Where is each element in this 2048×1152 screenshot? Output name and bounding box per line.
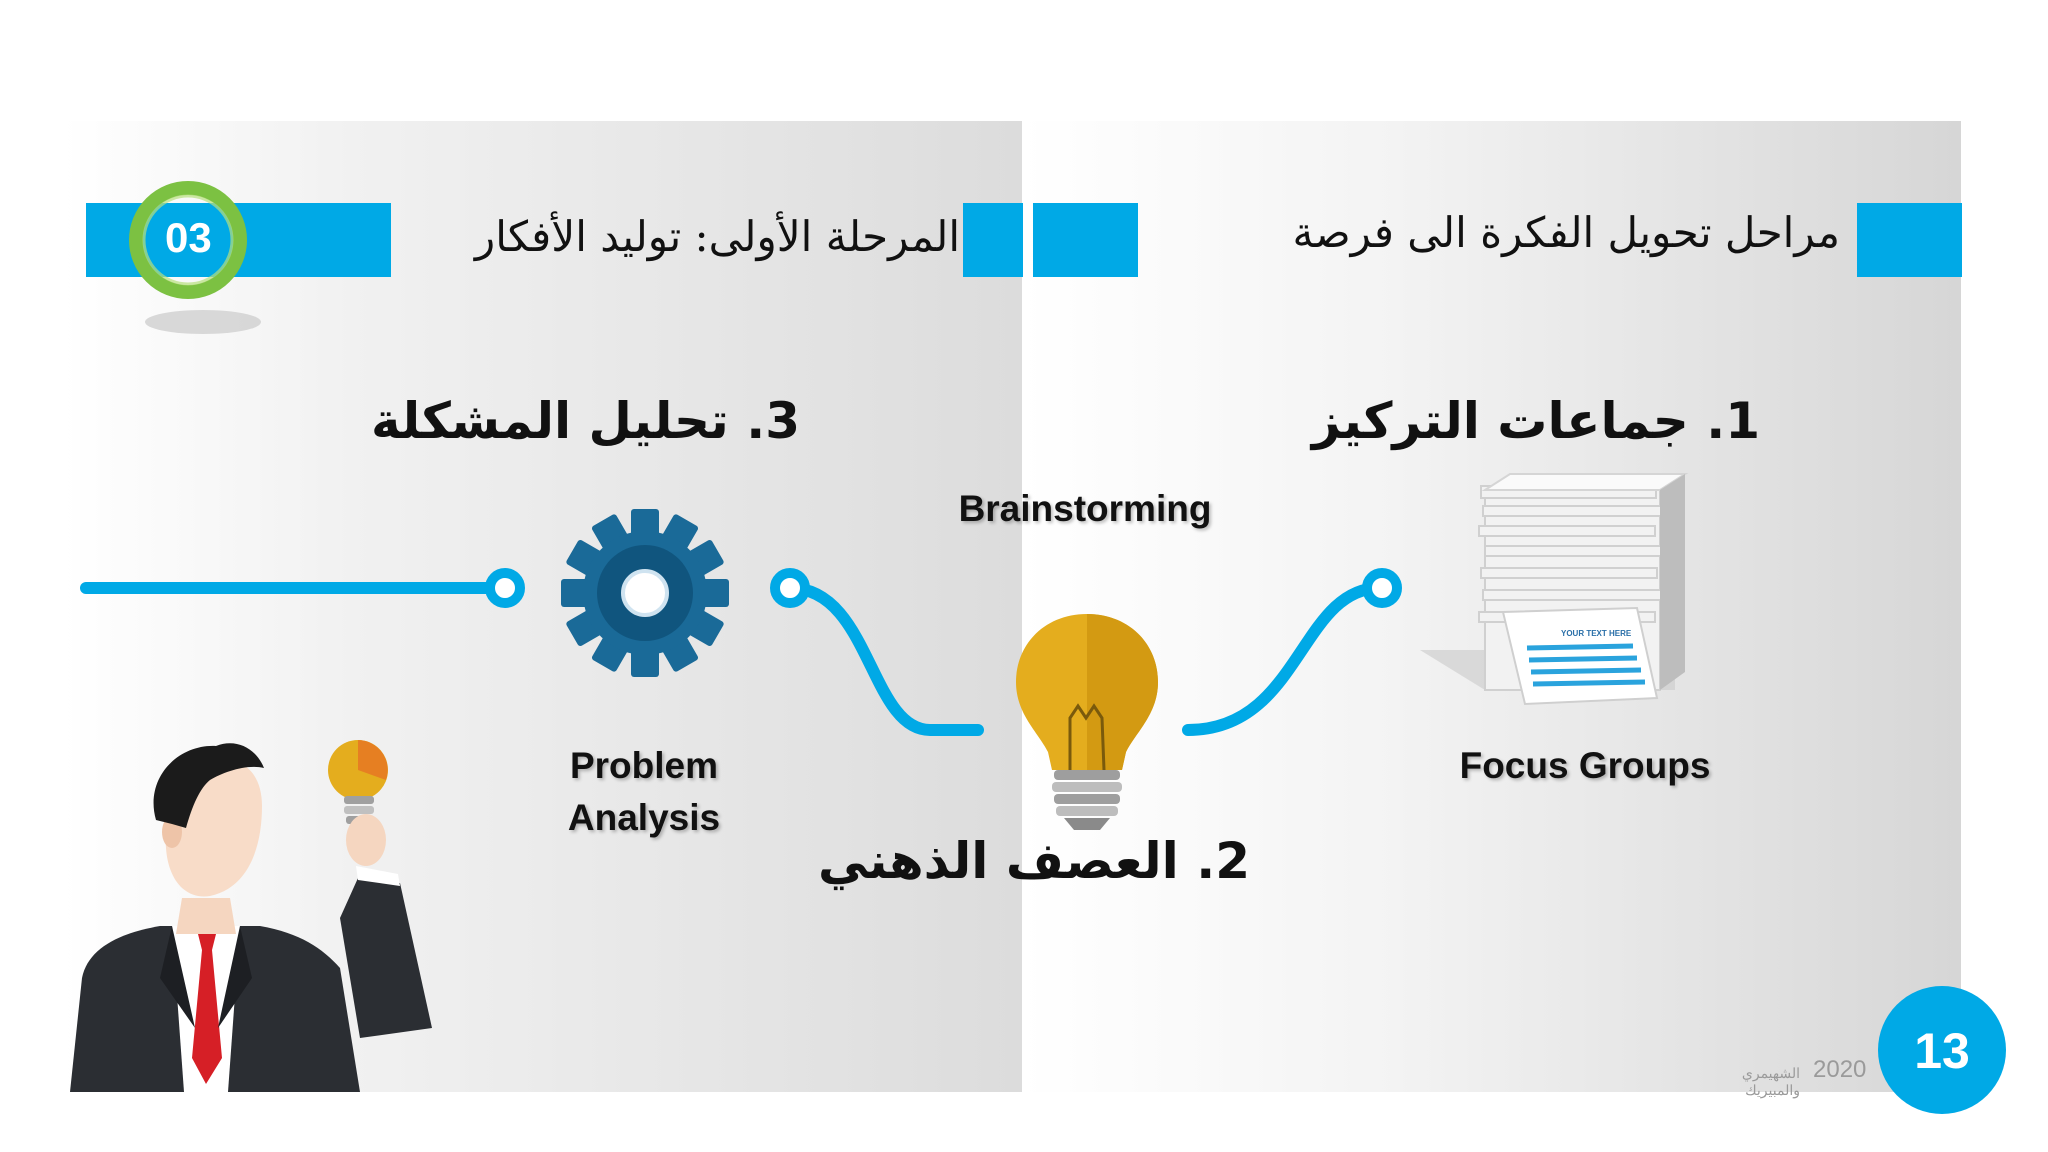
- lightbulb-icon: [1016, 614, 1158, 830]
- header-right-title: مراحل تحويل الفكرة الى فرصة: [1292, 208, 1841, 257]
- header-left-accent-bar: [963, 203, 1023, 277]
- green-ring-icon: [129, 181, 261, 334]
- step-2-label: 2. العصف الذهني: [817, 832, 1250, 890]
- center-left-connector-curve: [784, 582, 984, 736]
- header-left-title: المرحلة الأولى: توليد الأفكار: [474, 212, 960, 261]
- businessman-illustration: [70, 740, 432, 1092]
- page-number-badge: [1878, 986, 2006, 1114]
- section-number: 03: [165, 214, 212, 261]
- connector-node: [1362, 568, 1402, 608]
- page-number: 13: [1914, 1023, 1970, 1079]
- document-placeholder-text: YOUR TEXT HERE: [1561, 629, 1632, 638]
- problem-analysis-label-line2: Analysis: [567, 797, 721, 838]
- focus-groups-label: Focus Groups: [1459, 745, 1711, 786]
- connector-node: [770, 568, 810, 608]
- header-right-accent-bar: [1857, 203, 1962, 277]
- step-1-label: 1. جماعات التركيز: [1311, 392, 1760, 450]
- center-right-connector-curve: [1182, 582, 1386, 736]
- header-center-accent-bar: [1033, 203, 1138, 277]
- footer-authors: الشهيمري والمبيريك: [1741, 1065, 1800, 1098]
- document-stack-icon: YOUR TEXT HERE: [1420, 473, 1689, 706]
- gear-icon: [561, 509, 729, 677]
- footer-year: 2020: [1813, 1056, 1867, 1083]
- connector-node: [485, 568, 525, 608]
- brainstorming-label: Brainstorming: [958, 488, 1212, 529]
- step-3-label: 3. تحليل المشكلة: [371, 392, 800, 450]
- problem-analysis-label-line1: Problem: [569, 745, 719, 786]
